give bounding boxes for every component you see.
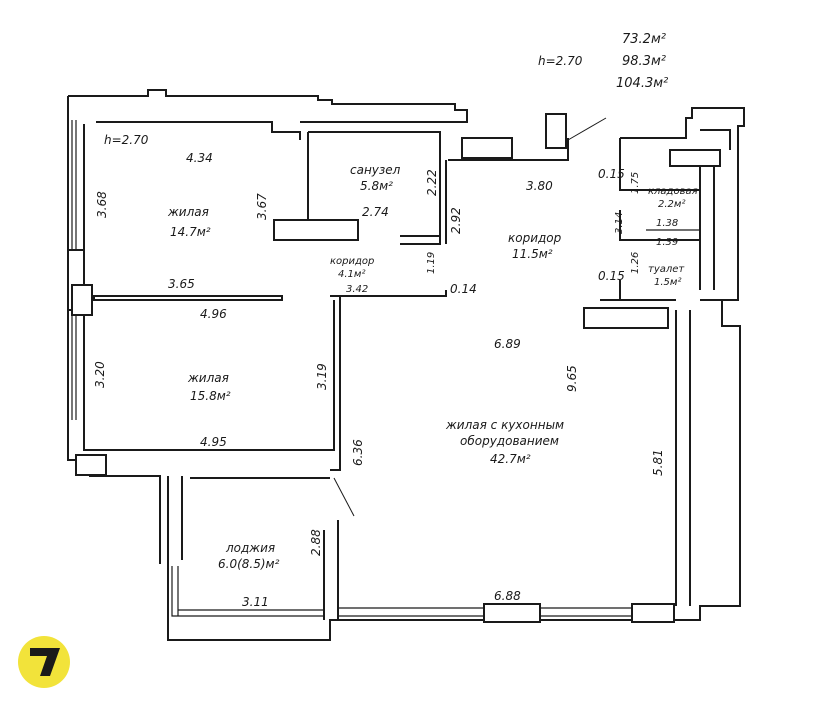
total-area-2: 98.3м² [622,54,666,69]
height-note-room: h=2.70 [104,133,149,147]
room-name-living1: жилая [167,205,209,219]
room-area-corridor-small: 4.1м² [338,269,365,280]
dim-1-39: 1.39 [656,237,678,248]
dim-2-74: 2.74 [362,205,389,219]
dim-0-15-a: 0.15 [598,167,625,181]
height-note-top: h=2.70 [538,54,583,68]
dim-4-95: 4.95 [200,435,227,449]
room-area-toilet: 1.5м² [654,277,681,288]
dim-4-96: 4.96 [200,307,227,321]
room-area-storage: 2.2м² [658,199,685,210]
dim-2-88: 2.88 [309,529,323,556]
room-name-corridor-small: коридор [330,256,374,267]
dim-3-67: 3.67 [255,193,269,220]
dim-9-65: 9.65 [565,365,579,392]
dim-1-19: 1.19 [426,252,437,274]
dim-0-14: 0.14 [450,282,477,296]
dim-6-89: 6.89 [494,337,521,351]
total-area-3: 104.3м² [616,76,668,91]
room-name-living2: жилая [187,371,229,385]
room-name-loggia: лоджия [225,541,275,555]
dim-2-22: 2.22 [425,169,439,196]
room-name-kitchen-living-1: жилая с кухонным [445,418,564,432]
dim-4-34: 4.34 [186,151,213,165]
dim-3-68: 3.68 [95,191,109,218]
dim-3-14: 3.14 [614,212,625,234]
dim-5-81: 5.81 [651,449,665,476]
dim-0-15-b: 0.15 [598,269,625,283]
room-area-living2: 15.8м² [190,389,231,403]
outer-walls [67,89,745,641]
room-name-bathroom: санузел [350,163,401,177]
dim-1-75: 1.75 [630,172,641,194]
dim-3-11: 3.11 [242,595,269,609]
room-name-kitchen-living-2: оборудованием [460,434,559,448]
dim-6-36: 6.36 [351,439,365,466]
room-area-corridor: 11.5м² [512,247,553,261]
dim-3-19: 3.19 [315,363,329,390]
dim-2-92: 2.92 [449,207,463,234]
room-name-corridor: коридор [508,231,562,245]
room-area-bathroom: 5.8м² [360,179,393,193]
seven-logo-icon [18,636,70,688]
room-area-living1: 14.7м² [170,225,211,239]
dim-3-20: 3.20 [93,361,107,388]
room-name-toilet: туалет [648,264,685,275]
dim-3-42: 3.42 [346,284,368,295]
dim-6-88: 6.88 [494,589,521,603]
total-area-1: 73.2м² [622,32,666,47]
dim-1-38: 1.38 [656,218,678,229]
dim-1-26: 1.26 [630,252,641,274]
room-area-kitchen-living: 42.7м² [490,452,531,466]
room-name-storage: кладовая [648,186,698,197]
room-area-loggia: 6.0(8.5)м² [218,557,280,571]
dim-3-65: 3.65 [168,277,195,291]
dim-3-80: 3.80 [526,179,553,193]
